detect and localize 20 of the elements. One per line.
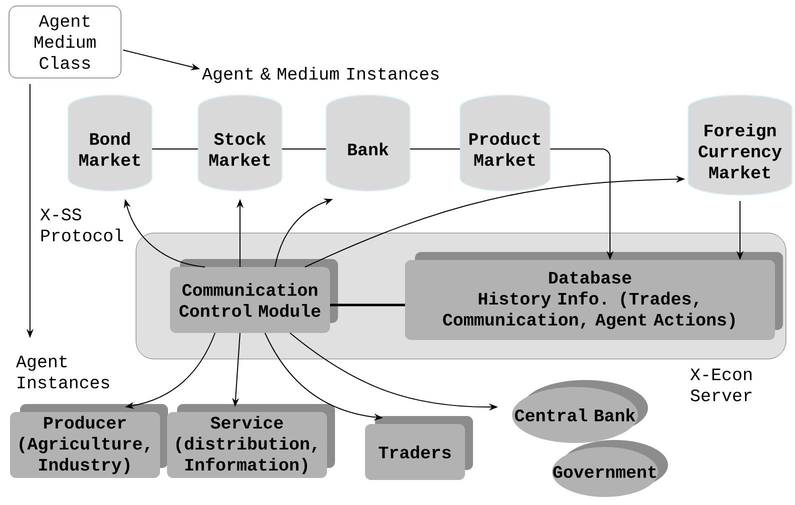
connector-line bbox=[410, 148, 460, 150]
class-box: Agent Medium Class bbox=[8, 6, 122, 78]
market-cylinder: Product Market bbox=[460, 94, 550, 192]
module-box: Communication Control Module bbox=[170, 259, 338, 333]
text-label: Agent Instances bbox=[16, 356, 110, 388]
agent-box: Traders bbox=[365, 416, 473, 480]
market-cylinder: Foreign Currency Market bbox=[688, 94, 792, 196]
text-label: X-SS Protocol bbox=[40, 208, 124, 242]
market-cylinder: Bond Market bbox=[68, 94, 152, 192]
database-box: Database History Info. (Trades, Communication, Agent Actions) bbox=[405, 252, 783, 340]
market-cylinder: Stock Market bbox=[198, 94, 282, 192]
node-label: Producer (Agriculture, Industry) bbox=[20, 416, 150, 474]
connector-line bbox=[330, 304, 405, 306]
heading-text: Agent & Medium Instances bbox=[202, 66, 439, 84]
node-label: X-Econ Server bbox=[690, 368, 752, 402]
agent-box: Service (distribution, Information) bbox=[167, 404, 335, 478]
connector-line bbox=[282, 148, 326, 150]
agent-box: Producer (Agriculture, Industry) bbox=[10, 404, 168, 478]
connector-line bbox=[152, 148, 198, 150]
market-cylinder: Bank bbox=[326, 94, 410, 192]
